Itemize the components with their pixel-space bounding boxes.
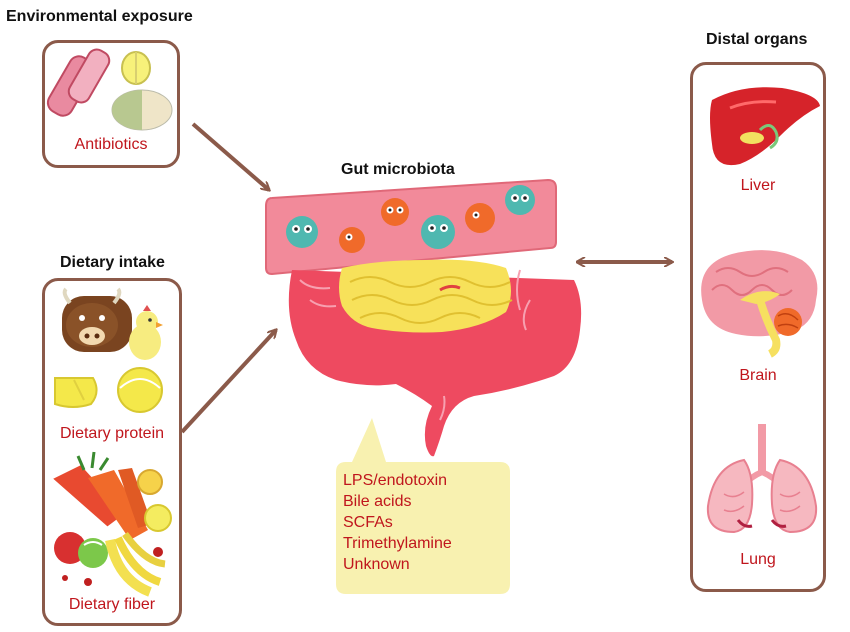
environmental-exposure-heading: Environmental exposure [6,8,193,25]
dietary-fiber-label: Dietary fiber [68,596,156,613]
lung-label: Lung [740,551,776,568]
metabolites-callout [336,418,510,594]
liver-icon [710,87,820,166]
antibiotics-box [42,40,180,168]
pills-icon [46,48,173,131]
gut-microbiota-heading: Gut microbiota [341,161,455,178]
brain-label: Brain [739,367,777,384]
metabolite-item: LPS/endotoxin [343,472,448,489]
dietary-protein-label: Dietary protein [59,425,165,442]
metabolites-list: LPS/endotoxin Bile acids SCFAs Trimethyl… [343,470,513,575]
metabolite-item: Trimethylamine [343,535,452,552]
intestine-icon [288,259,582,457]
dietary-intake-box [42,278,182,626]
fruit-slices-icon [54,367,163,413]
metabolite-item: SCFAs [343,514,393,531]
vegetables-icon [53,451,172,597]
distal-organs-heading: Distal organs [706,31,808,48]
antibiotics-label: Antibiotics [74,136,148,153]
dietary-intake-heading: Dietary intake [60,254,165,271]
brain-icon [701,250,818,358]
distal-organs-box [690,62,826,592]
bacteria-icon [286,185,535,253]
metabolite-item: Unknown [343,556,410,573]
liver-label: Liver [740,177,776,194]
cow-icon [62,287,132,352]
antibiotics-arrow [191,122,269,190]
metabolite-item: Bile acids [343,493,412,510]
lungs-icon [706,424,818,534]
dietary-arrow [180,330,276,434]
chick-icon [129,305,163,360]
